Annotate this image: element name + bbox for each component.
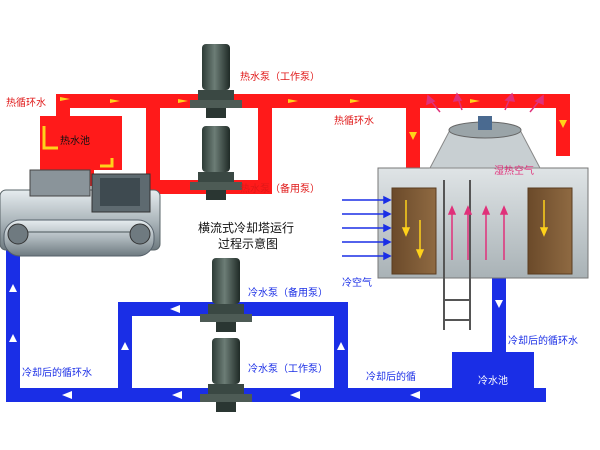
- diagram-title-line1: 横流式冷却塔运行: [198, 221, 294, 235]
- diagram-labels: 热循环水 热水池 热水泵（工作泵） 热水泵（备用泵） 热循环水 湿热空气 冷空气…: [6, 70, 578, 387]
- label-cold-air: 冷空气: [342, 276, 372, 289]
- cold-pipe-pump-loop-right: [334, 302, 348, 400]
- arrow-down-icon: [495, 300, 503, 308]
- arrow-up-icon: [9, 284, 17, 292]
- cold-water-pool-block: [452, 352, 534, 402]
- cold-flow-arrows: [9, 284, 503, 399]
- arrow-right-icon: [60, 97, 70, 101]
- arrow-left-icon: [410, 391, 420, 399]
- label-cooled-circulating-left: 冷却后的循环水: [22, 366, 92, 379]
- label-hot-pump-working: 热水泵（工作泵）: [240, 70, 320, 83]
- hot-pool-arrows: [42, 126, 114, 168]
- hot-water-pool-block: [40, 116, 122, 170]
- hot-pipe-top-header: [56, 94, 570, 108]
- label-hot-pump-standby: 热水泵（备用泵）: [240, 182, 320, 195]
- cooling-tower: [342, 92, 589, 330]
- label-hot-circulating-left: 热循环水: [6, 96, 46, 109]
- cold-pipe-pump-loop-left: [118, 302, 132, 400]
- chiller-unit: [0, 169, 161, 257]
- hot-pipe-pump-loop-right: [258, 94, 272, 192]
- arrow-up-icon: [9, 334, 17, 342]
- label-cooled-circulating-bottom: 冷却后的循: [366, 370, 416, 383]
- arrow-right-icon: [178, 99, 188, 103]
- label-cooled-circulating-right: 冷却后的循环水: [508, 334, 578, 347]
- arrow-right-icon: [288, 99, 298, 103]
- cold-pipe-bottom-main: [6, 388, 546, 402]
- label-hot-circulating-right: 热循环水: [334, 114, 374, 127]
- arrow-right-icon: [110, 99, 120, 103]
- hot-pipe-network: [40, 94, 570, 194]
- arrow-down-icon: [559, 120, 567, 128]
- label-cold-water-pool: 冷水池: [478, 374, 508, 387]
- diagram-title-line2: 过程示意图: [218, 236, 278, 251]
- arrow-right-icon: [350, 99, 360, 103]
- label-humid-air: 湿热空气: [494, 164, 534, 177]
- arrow-left-icon: [172, 391, 182, 399]
- label-cold-pump-working: 冷水泵（工作泵）: [248, 362, 328, 375]
- cold-pipe-left-riser: [6, 250, 20, 400]
- arrow-right-icon: [470, 99, 480, 103]
- arrow-left-icon: [62, 391, 72, 399]
- cold-pump-standby: [200, 258, 252, 332]
- hot-pipe-pump-loop-left: [146, 94, 160, 192]
- arrow-left-icon: [290, 391, 300, 399]
- arrow-up-icon: [121, 342, 129, 350]
- arrow-up-icon: [337, 342, 345, 350]
- cold-pump-working: [200, 338, 252, 412]
- label-cold-pump-standby: 冷水泵（备用泵）: [248, 286, 328, 299]
- arrow-down-icon: [409, 132, 417, 140]
- arrow-left-icon: [170, 305, 180, 313]
- hot-pump-standby: [190, 126, 242, 200]
- hot-pump-working: [190, 44, 242, 118]
- label-hot-water-pool: 热水池: [60, 134, 90, 147]
- cold-pipe-tower-outlet: [492, 268, 506, 358]
